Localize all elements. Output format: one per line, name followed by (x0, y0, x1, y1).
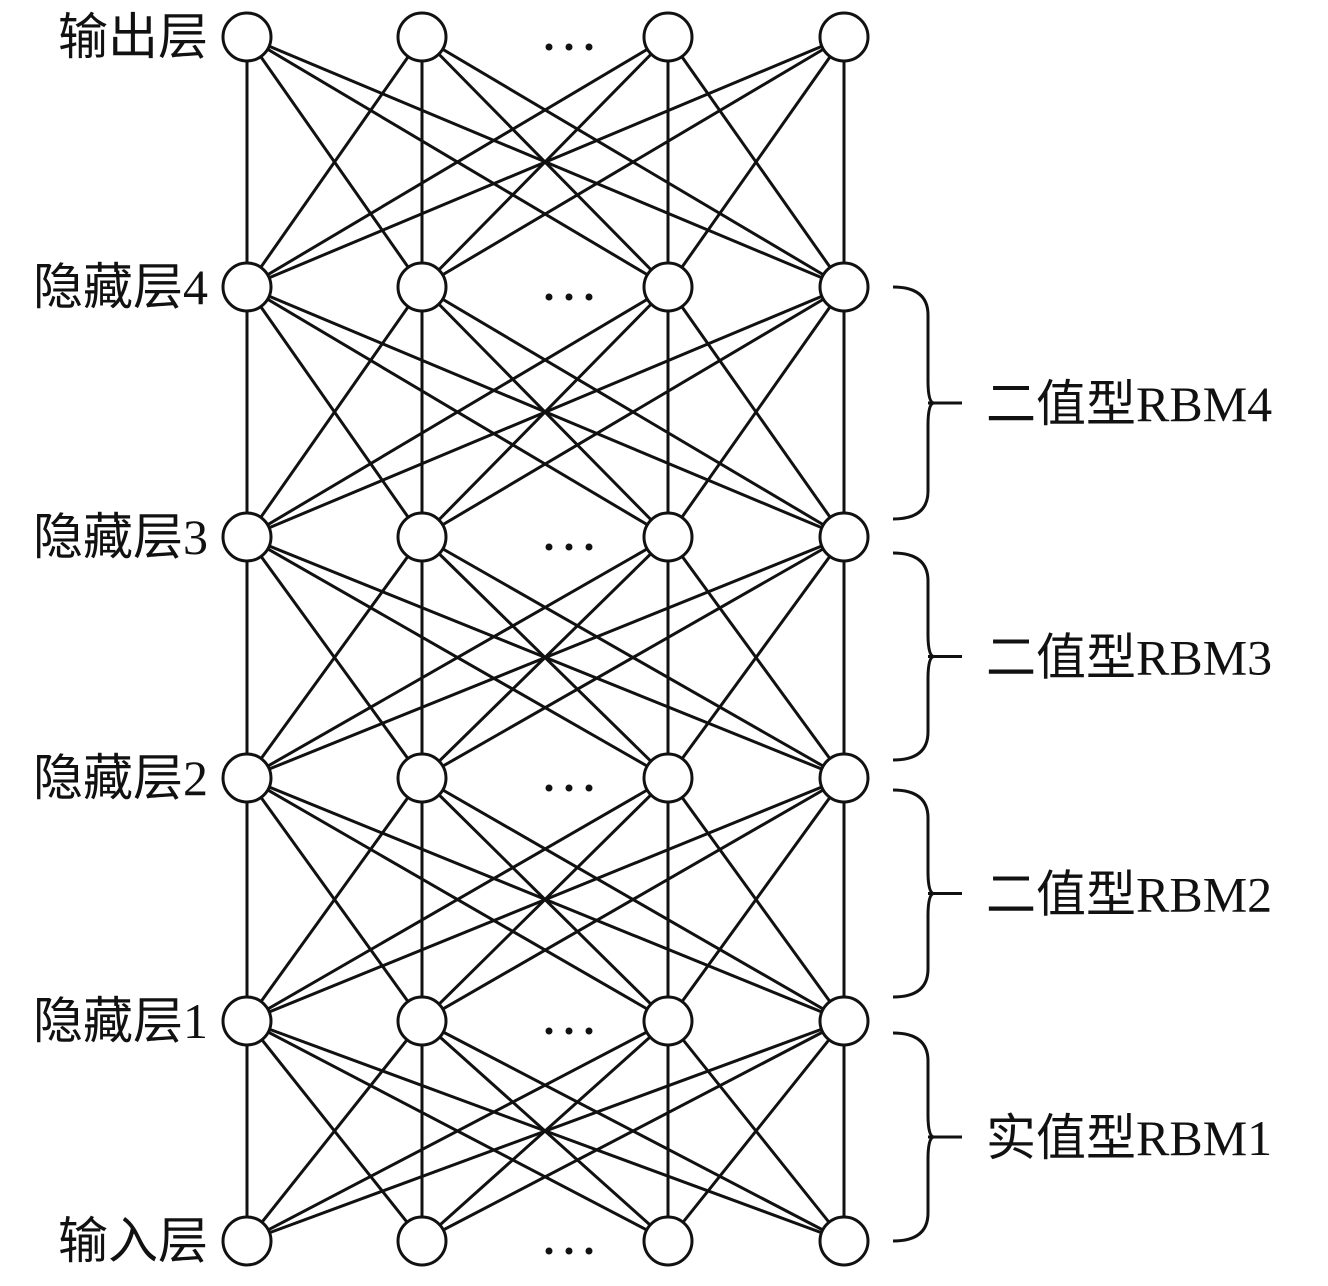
ellipsis-dot (545, 543, 553, 551)
connection-line (246, 535, 669, 780)
neuron-node (818, 261, 870, 313)
connection-line (245, 777, 424, 1022)
neuron-node (396, 261, 448, 313)
connection-line (246, 776, 845, 1023)
neuron-node (396, 752, 448, 804)
ellipsis-dot (585, 543, 593, 551)
connection-line (245, 1020, 424, 1242)
ellipsis-dots (545, 1027, 593, 1035)
ellipsis-dot (565, 43, 573, 51)
connection-line (245, 536, 424, 779)
ellipsis-dot (545, 1247, 553, 1255)
connection-line (421, 285, 845, 539)
neuron-node (818, 511, 870, 563)
neuron-node (396, 11, 448, 63)
neuron-node (642, 261, 694, 313)
connection-line (245, 36, 424, 288)
neuron-node (818, 11, 870, 63)
connection-line (246, 1019, 669, 1243)
ellipsis-dot (545, 1027, 553, 1035)
ellipsis-dot (565, 293, 573, 301)
neuron-node (221, 11, 273, 63)
connection-line (246, 285, 845, 539)
connection-line (246, 285, 669, 539)
ellipsis-dots (545, 43, 593, 51)
rbm-label: 实值型RBM1 (986, 1110, 1272, 1166)
connection-line (421, 776, 845, 1023)
ellipsis-dot (565, 1027, 573, 1035)
connection-line (246, 1019, 845, 1243)
ellipsis-dot (585, 43, 593, 51)
neuron-node (221, 752, 273, 804)
connection-line (421, 1019, 845, 1243)
ellipsis-dot (545, 784, 553, 792)
neurons (221, 11, 870, 1267)
neuron-node (396, 1215, 448, 1267)
connection-line (666, 536, 846, 779)
neuron-node (642, 11, 694, 63)
ellipsis-dots (545, 1247, 593, 1255)
ellipsis-dot (565, 784, 573, 792)
neuron-node (818, 1215, 870, 1267)
neuron-node (642, 752, 694, 804)
neuron-node (221, 1215, 273, 1267)
ellipsis-dot (585, 1247, 593, 1255)
ellipsis-dot (585, 1027, 593, 1035)
connection-line (421, 35, 845, 289)
connection-line (666, 286, 846, 538)
neuron-node (642, 995, 694, 1047)
curly-brace (892, 1031, 962, 1243)
ellipsis-dot (545, 293, 553, 301)
ellipsis-dots (545, 784, 593, 792)
neuron-node (642, 511, 694, 563)
neuron-node (818, 995, 870, 1047)
ellipsis-dots (545, 293, 593, 301)
neuron-node (221, 995, 273, 1047)
neuron-node (818, 752, 870, 804)
layer-label: 隐藏层3 (33, 509, 208, 565)
rbm-label: 二值型RBM2 (986, 867, 1272, 923)
layer-label: 输入层 (58, 1213, 208, 1269)
ellipsis-dot (545, 43, 553, 51)
curly-brace (892, 551, 962, 762)
ellipsis-dot (585, 293, 593, 301)
rbm-label: 二值型RBM3 (986, 630, 1272, 686)
connections (245, 35, 846, 1243)
connection-line (246, 35, 669, 289)
ellipsis-dot (565, 543, 573, 551)
connection-line (245, 286, 424, 538)
layer-label: 输出层 (58, 9, 208, 65)
ellipsis-dot (585, 784, 593, 792)
connection-line (246, 35, 845, 289)
neuron-node (221, 511, 273, 563)
ellipsis-dot (565, 1247, 573, 1255)
connection-line (246, 535, 845, 780)
neuron-node (642, 1215, 694, 1267)
neuron-node (221, 261, 273, 313)
curly-brace (892, 285, 962, 521)
connection-line (666, 777, 846, 1022)
layer-label: 隐藏层1 (33, 993, 208, 1049)
connection-line (666, 1020, 846, 1242)
neuron-node (396, 511, 448, 563)
rbm-braces: 二值型RBM4 二值型RBM3 二值型RBM2 实值型RBM1 (892, 285, 1272, 1243)
rbm-label: 二值型RBM4 (986, 376, 1272, 432)
connection-line (246, 776, 669, 1023)
layer-label: 隐藏层4 (33, 259, 208, 315)
ellipsis-dots (545, 543, 593, 551)
neuron-node (396, 995, 448, 1047)
connection-line (421, 535, 845, 780)
connection-line (666, 36, 846, 288)
layer-label: 隐藏层2 (33, 750, 208, 806)
curly-brace (892, 788, 962, 999)
